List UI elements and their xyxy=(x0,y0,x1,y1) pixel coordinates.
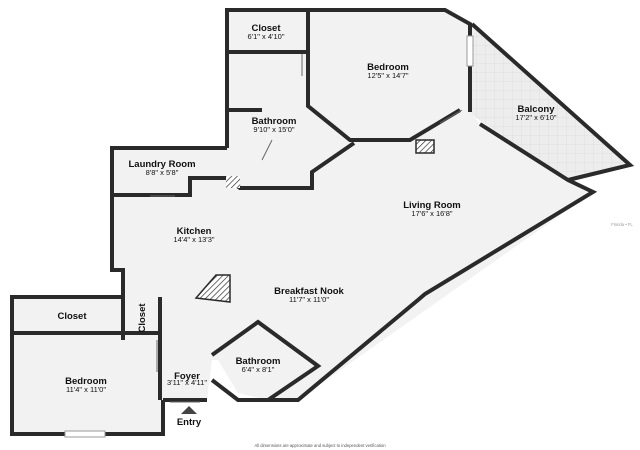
door-bathroom-top xyxy=(261,139,273,161)
unit-floor xyxy=(112,10,593,400)
room-bedroom-left-name: Bedroom xyxy=(65,376,107,387)
laundry-wall xyxy=(112,176,227,197)
bath-column xyxy=(226,176,240,188)
room-closet-top-name: Closet xyxy=(251,23,281,34)
room-laundry-dims: 8'8" x 5'8" xyxy=(146,168,179,177)
room-bathroom-bottom-name: Bathroom xyxy=(236,356,281,367)
door-bedroom-top xyxy=(439,109,463,124)
room-kitchen-dims: 14'4" x 13'3" xyxy=(173,235,214,244)
watermark: Florida • FL xyxy=(611,222,633,227)
room-balcony-dims: 17'2" x 6'10" xyxy=(515,113,556,122)
bedroom-top-wall xyxy=(306,10,462,142)
room-closet-small-name: Closet xyxy=(137,303,148,333)
room-foyer-dims: 3'11" x 4'11" xyxy=(167,378,207,387)
column xyxy=(415,139,435,154)
room-living-name: Living Room xyxy=(403,200,461,211)
room-bedroom-top-name: Bedroom xyxy=(367,62,409,73)
room-closet-top-dims: 6'1" x 4'10" xyxy=(248,32,285,41)
room-living-dims: 17'6" x 16'8" xyxy=(411,209,452,218)
room-kitchen-name: Kitchen xyxy=(177,226,212,237)
outer-wall-left xyxy=(110,146,227,297)
room-bathroom-bottom-dims: 6'4" x 8'1" xyxy=(242,365,275,374)
balcony-floor xyxy=(468,24,630,180)
entry-label: Entry xyxy=(177,417,202,428)
room-breakfast-dims: 11'7" x 11'0" xyxy=(289,295,329,304)
room-closet-left-name: Closet xyxy=(57,311,87,322)
outer-wall-right xyxy=(268,122,598,402)
disclaimer: All dimensions are approximate and subje… xyxy=(254,443,386,448)
window-bedroom-left xyxy=(64,430,106,438)
room-laundry-name: Laundry Room xyxy=(128,159,195,170)
room-bedroom-left-dims: 11'4" x 11'0" xyxy=(66,385,106,394)
window-bedroom-top xyxy=(466,35,474,67)
room-bathroom-top-dims: 9'10" x 15'0" xyxy=(253,125,294,134)
left-wing-floor xyxy=(12,297,164,434)
room-bedroom-top-dims: 12'5" x 14'7" xyxy=(367,71,408,80)
room-foyer-name: Foyer xyxy=(174,371,200,382)
entry-arrow-icon xyxy=(181,406,197,414)
room-balcony-name: Balcony xyxy=(518,104,556,115)
left-wing-wall xyxy=(10,295,165,436)
room-breakfast-name: Breakfast Nook xyxy=(274,286,344,297)
balcony-wall xyxy=(470,22,635,182)
kitchen-column xyxy=(194,274,231,303)
room-bathroom-top-name: Bathroom xyxy=(252,116,297,127)
bathroom-bottom-wall xyxy=(210,319,322,402)
